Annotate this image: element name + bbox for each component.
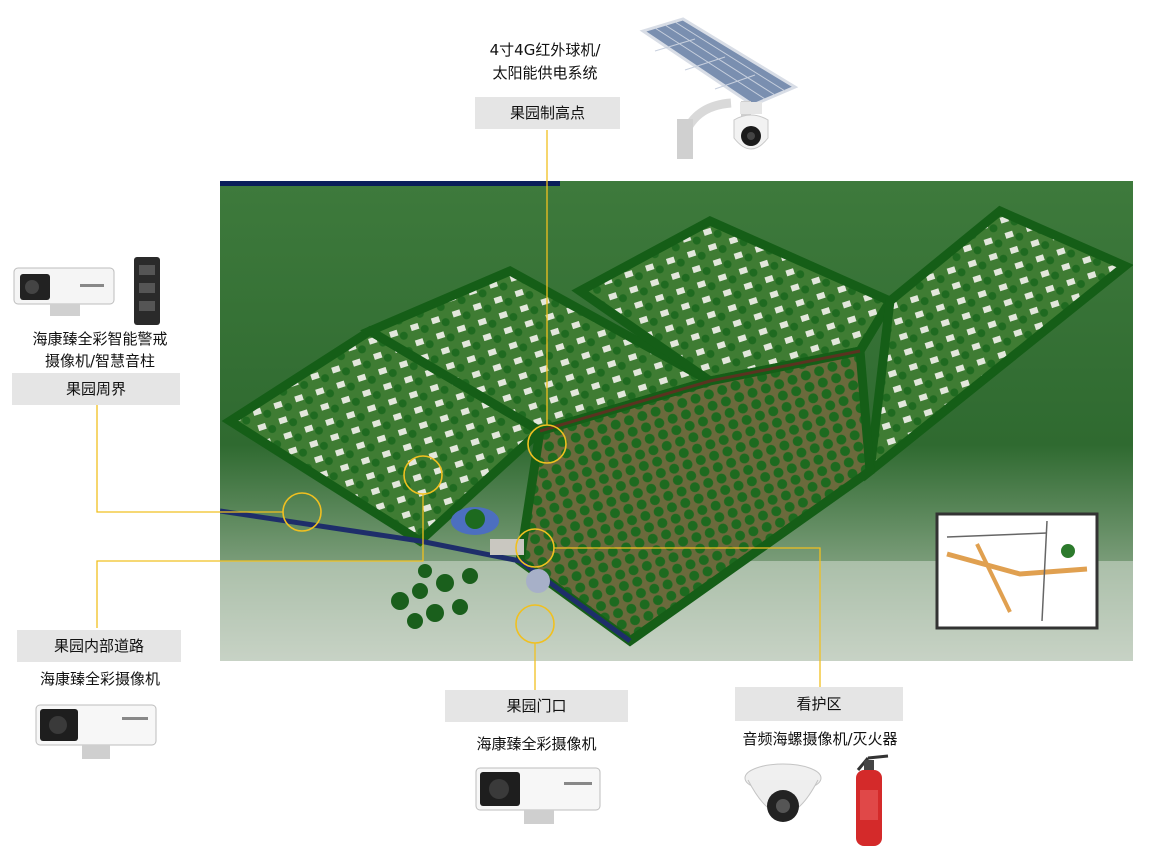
solar-ptz-name-line2: 太阳能供电系统 — [492, 64, 598, 82]
guard-tag: 看护区 — [735, 687, 903, 721]
highpoint-tag: 果园制高点 — [475, 97, 620, 129]
perimeter-tag: 果园周界 — [12, 373, 180, 405]
guard-device-names: 音频海螺摄像机/灭火器 — [742, 730, 898, 748]
bullet-camera-icon — [475, 767, 601, 824]
road-camera-name: 海康臻全彩摄像机 — [39, 670, 160, 688]
location-map-inset — [935, 512, 1099, 630]
orchard-aerial-view — [220, 181, 1133, 661]
solar-ptz-name-line1: 4寸4G红外球机/ — [489, 41, 601, 59]
road-tag: 果园内部道路 — [17, 630, 181, 662]
perimeter-name-line1: 海康臻全彩智能警戒 — [32, 330, 168, 348]
speaker-column-icon — [134, 257, 160, 325]
gate-camera-name: 海康臻全彩摄像机 — [476, 735, 597, 753]
turret-camera-icon — [744, 763, 822, 822]
bullet-camera-icon — [35, 704, 157, 759]
bullet-camera-icon — [13, 267, 115, 316]
perimeter-name-line2: 摄像机/智慧音柱 — [44, 352, 156, 370]
orchard-field-northeast — [571, 215, 897, 386]
ptz-dome-camera-icon — [733, 102, 769, 150]
gate-building-icon — [490, 539, 524, 555]
solar-panel-icon — [639, 17, 799, 159]
orchard-field-east — [864, 205, 1133, 482]
fire-extinguisher-icon — [856, 754, 889, 846]
gate-tag: 果园门口 — [445, 690, 628, 722]
